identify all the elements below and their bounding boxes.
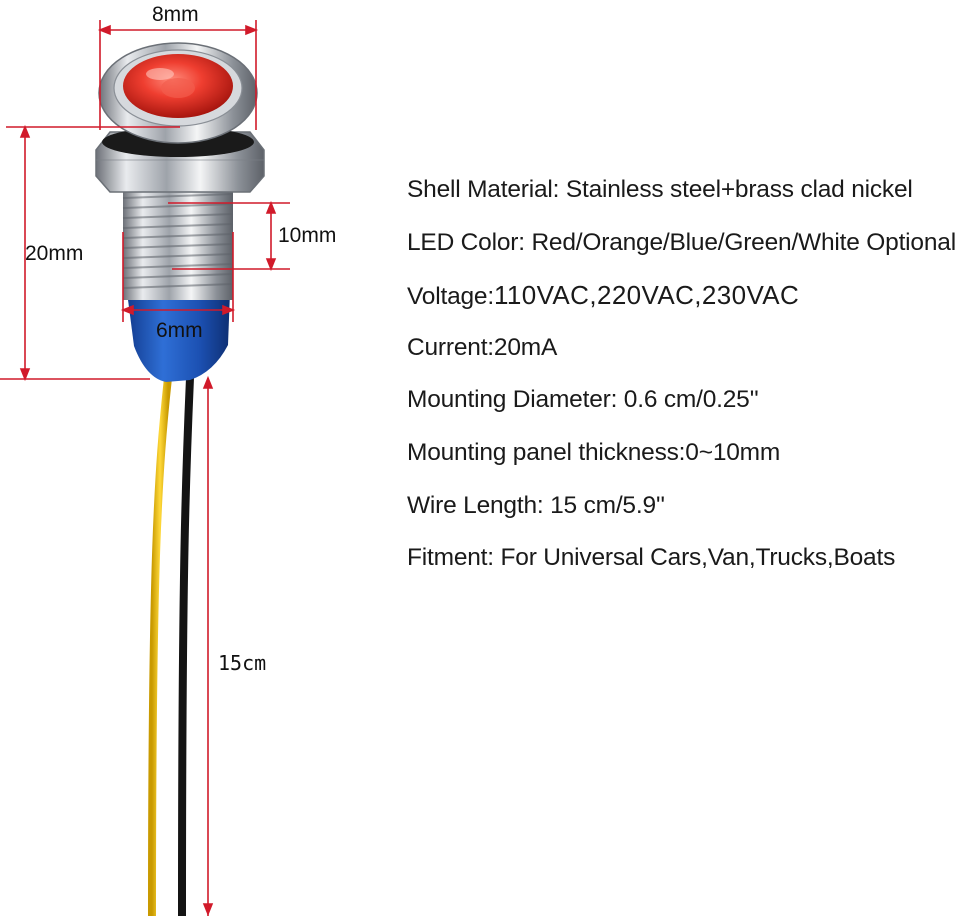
total-height-label: 20mm [25, 242, 84, 265]
spec-wire-length: Wire Length: 15 cm/5.9'' [407, 488, 956, 541]
spec-led-color: LED Color: Red/Orange/Blue/Green/White O… [407, 225, 956, 278]
spec-label: Voltage: [407, 283, 494, 311]
spec-shell-material: Shell Material: Stainless steel+brass cl… [407, 172, 956, 225]
spec-value: 20mA [493, 333, 558, 361]
spec-value: 0.6 cm/0.25'' [623, 386, 759, 414]
thread-length-label: 10mm [278, 224, 337, 247]
dimension-lines [0, 20, 290, 916]
spec-panel-thickness: Mounting panel thickness:0~10mm [407, 435, 956, 488]
spec-voltage: Voltage:110VAC,220VAC,230VAC [407, 277, 956, 330]
spec-value: 110VAC,220VAC,230VAC [493, 280, 800, 311]
spec-value: Stainless steel+brass clad nickel [565, 176, 913, 203]
wire-yellow [148, 377, 172, 916]
spec-label: Mounting panel thickness: [407, 438, 686, 466]
spec-current: Current:20mA [407, 330, 956, 383]
spec-label: Shell Material: [407, 176, 566, 203]
spec-label: Wire Length: [407, 491, 551, 519]
spec-fitment: Fitment: For Universal Cars,Van,Trucks,B… [407, 540, 956, 593]
insulator-sleeve [127, 292, 230, 382]
spec-label: LED Color: [407, 228, 532, 256]
spec-value: For Universal Cars,Van,Trucks,Boats [500, 544, 896, 572]
spec-value: Red/Orange/Blue/Green/White Optional [531, 228, 956, 256]
threaded-body [122, 180, 234, 300]
spec-value: 0~10mm [685, 438, 781, 466]
spec-label: Mounting Diameter: [407, 386, 624, 414]
spec-label: Current: [407, 333, 494, 361]
head-diameter-label: 8mm [152, 3, 199, 26]
wire-black [178, 377, 194, 916]
spec-label: Fitment: [407, 544, 501, 572]
wire-length-label: 15cm [218, 651, 267, 675]
spec-list: Shell Material: Stainless steel+brass cl… [407, 172, 956, 593]
thread-diameter-label: 6mm [156, 319, 203, 342]
spec-value: 15 cm/5.9'' [550, 491, 665, 519]
spec-mounting-diameter: Mounting Diameter: 0.6 cm/0.25'' [407, 382, 956, 435]
